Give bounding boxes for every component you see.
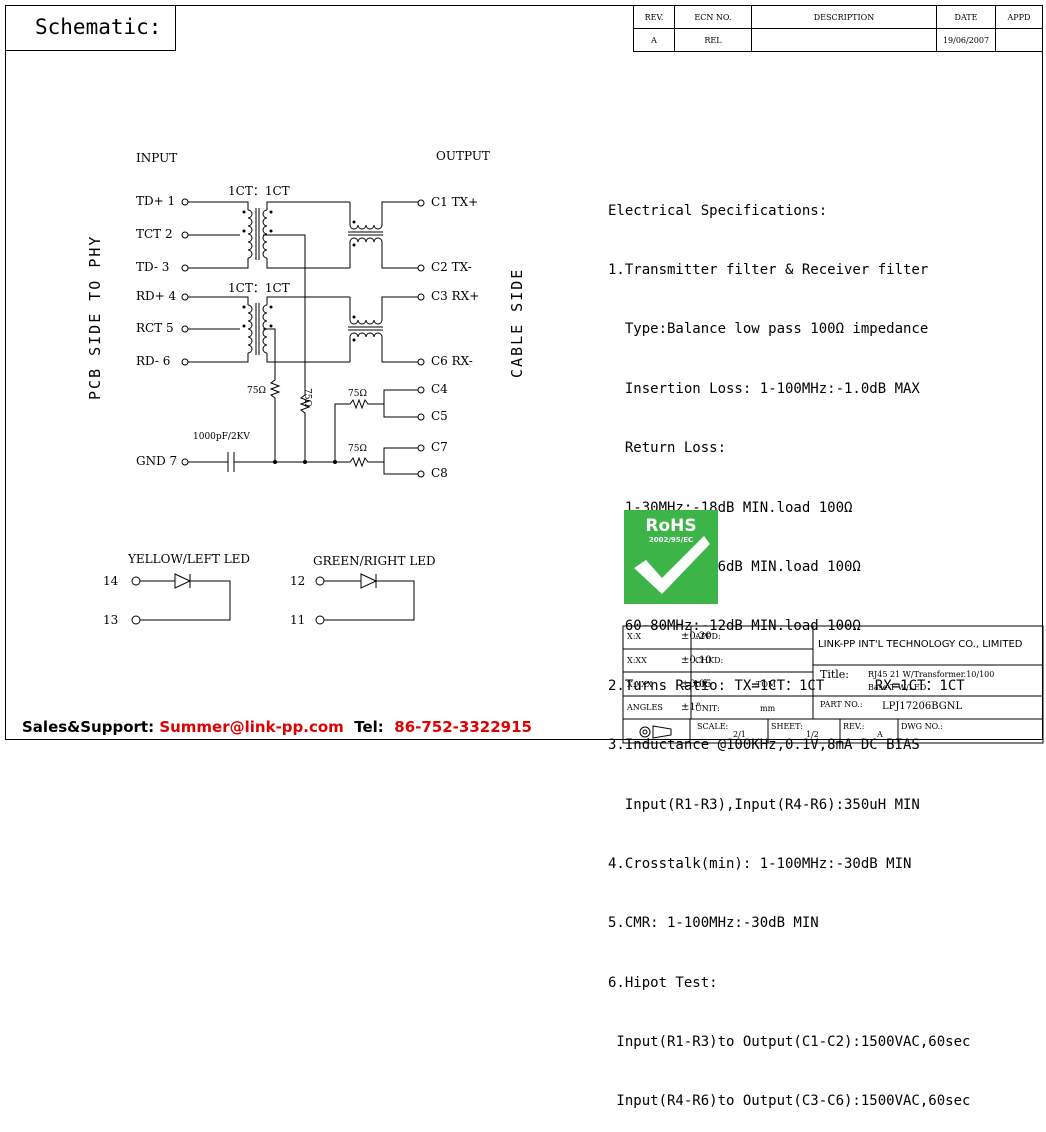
led-green-label: GREEN/RIGHT LED xyxy=(313,554,436,568)
cable-side-label: CABLE SIDE xyxy=(508,268,526,378)
tol-x-label: X:X xyxy=(627,632,642,641)
tol-x-value: ±0.20 xyxy=(681,631,712,642)
spec-line: 6.Hipot Test: xyxy=(608,974,718,991)
title-label: Title: xyxy=(820,668,850,681)
resistor-mid-label: 75Ω xyxy=(302,388,312,407)
pin-c6-rx-minus: C6 RX- xyxy=(431,354,473,368)
input-label: INPUT xyxy=(136,151,178,165)
spec-line: 1.Transmitter filter & Receiver filter xyxy=(608,261,929,278)
support-email-link[interactable]: Summer@link-pp.com xyxy=(159,718,344,736)
spec-line: Insertion Loss: 1-100MHz:-1.0dB MAX xyxy=(608,380,920,397)
pin-c3-rx-plus: C3 RX+ xyxy=(431,289,480,303)
title-line-2: Base-T W/LED xyxy=(868,683,927,692)
spec-line: 5.CMR: 1-100MHz:-30dB MIN xyxy=(608,915,819,932)
scale-label: SCALE: xyxy=(697,722,729,731)
part-label: PART NO.: xyxy=(820,700,863,709)
dr-label: DR: xyxy=(695,680,711,689)
pin-c2-tx-minus: C2 TX- xyxy=(431,260,472,274)
resistor-c78-label: 75Ω xyxy=(348,444,367,454)
angles-value: ±1° xyxy=(681,702,701,713)
spec-line: Return Loss: xyxy=(608,440,727,457)
support-phone: 86-752-3322915 xyxy=(394,718,532,736)
rev-cell-ecn: REL xyxy=(674,28,752,52)
tol-xxx-value: ±0.05 xyxy=(681,679,712,690)
tol-xx-value: ±0.10 xyxy=(681,655,712,666)
pin-rct: RCT 5 xyxy=(136,321,174,335)
pin-td-minus: TD- 3 xyxy=(136,260,170,274)
sheet-value: 1/2 xyxy=(806,730,819,739)
appd-label: APPD: xyxy=(695,632,721,641)
checkmark-icon xyxy=(634,536,710,594)
led-pin-13: 13 xyxy=(103,613,119,627)
unit-value: mm xyxy=(760,704,776,713)
pin-c5: C5 xyxy=(431,409,448,423)
spec-line: 60-80MHz:-12dB MIN.load 100Ω xyxy=(608,618,861,635)
scale-value: 2/1 xyxy=(733,730,746,739)
part-number: LPJ17206BGNL xyxy=(882,701,963,712)
dwg-label: DWG NO.: xyxy=(901,722,943,731)
drawing-frame xyxy=(5,5,1043,740)
unit-label: UNIT: xyxy=(695,704,720,713)
rev-cell-date: 19/06/2007 xyxy=(936,28,996,52)
rev-cell-appd xyxy=(995,28,1043,52)
sales-label: Sales&Support: xyxy=(22,718,155,736)
rev-cell-description xyxy=(751,28,937,52)
pcb-side-label: PCB SIDE TO PHY xyxy=(86,235,104,400)
rev-header-description: DESCRIPTION xyxy=(751,5,937,29)
title-line-1: RJ45 21 W/Transformer.10/100 xyxy=(868,670,995,679)
led-pin-14: 14 xyxy=(103,574,119,588)
rev-value: A xyxy=(877,730,883,739)
company-name: LINK-PP INT'L TECHNOLOGY CO., LIMITED xyxy=(818,639,1023,650)
pin-c8: C8 xyxy=(431,466,448,480)
sales-support-footer: Sales&Support: Summer@link-pp.com Tel: 8… xyxy=(22,718,532,736)
pin-td-plus: TD+ 1 xyxy=(136,194,176,208)
tol-xx-label: X:XX xyxy=(627,656,647,665)
dr-value: TOM xyxy=(756,680,777,689)
output-label: OUTPUT xyxy=(436,149,490,163)
tel-label: Tel: xyxy=(354,718,384,736)
spec-line: 4.Crosstalk(min): 1-100MHz:-30dB MIN xyxy=(608,855,912,872)
pin-c7: C7 xyxy=(431,440,448,454)
pin-c4: C4 xyxy=(431,382,448,396)
rohs-logo: RoHS 2002/95/EC xyxy=(624,510,718,604)
spec-line: Input(R1-R3),Input(R4-R6):350uH MIN xyxy=(608,796,920,813)
chkd-label: CHKD: xyxy=(695,656,724,665)
pin-c1-tx-plus: C1 TX+ xyxy=(431,195,479,209)
rohs-directive: 2002/95/EC xyxy=(648,536,694,544)
transformer-schematic: PCB SIDE TO PHY CABLE SIDE xyxy=(86,198,1044,744)
resistor-left-label: 75Ω xyxy=(247,386,266,396)
spec-line: Type:Balance low pass 100Ω impedance xyxy=(608,321,929,338)
spec-line: 3.Inductance @100KHz,0.1V,8mA DC BIAS xyxy=(608,737,920,754)
angles-label: ANGLES xyxy=(627,703,663,712)
ratio-label-rx: 1CT：1CT xyxy=(228,281,290,295)
pin-gnd: GND 7 xyxy=(136,454,178,468)
capacitor-label: 1000pF/2KV xyxy=(193,432,250,442)
revision-table: REV. ECN NO. DESCRIPTION DATE APPD A REL… xyxy=(633,5,1043,52)
page-title: Schematic: xyxy=(5,5,176,51)
resistor-c45-label: 75Ω xyxy=(348,389,367,399)
tol-xxx-label: X:XXX xyxy=(627,680,653,689)
spec-line: Input(R1-R3)to Output(C1-C2):1500VAC,60s… xyxy=(608,1034,971,1051)
rev-header-date: DATE xyxy=(936,5,996,29)
spec-line: Input(R4-R6)to Output(C3-C6):1500VAC,60s… xyxy=(608,1093,971,1110)
led-yellow-label: YELLOW/LEFT LED xyxy=(128,552,251,566)
led-pin-11: 11 xyxy=(290,613,306,627)
pin-tct: TCT 2 xyxy=(136,227,173,241)
rev-label: REV.: xyxy=(843,722,865,731)
spec-line: 2.Turns Ratio: TX=1CT：1CT RX=1CT：1CT xyxy=(608,677,965,694)
rohs-label: RoHS xyxy=(645,516,697,536)
ratio-label-tx: 1CT：1CT xyxy=(228,184,290,198)
spec-line: Electrical Specifications: xyxy=(608,202,828,219)
sheet-label: SHEET: xyxy=(771,722,803,731)
pin-rd-minus: RD- 6 xyxy=(136,354,171,368)
led-pin-12: 12 xyxy=(290,574,306,588)
pin-rd-plus: RD+ 4 xyxy=(136,289,177,303)
